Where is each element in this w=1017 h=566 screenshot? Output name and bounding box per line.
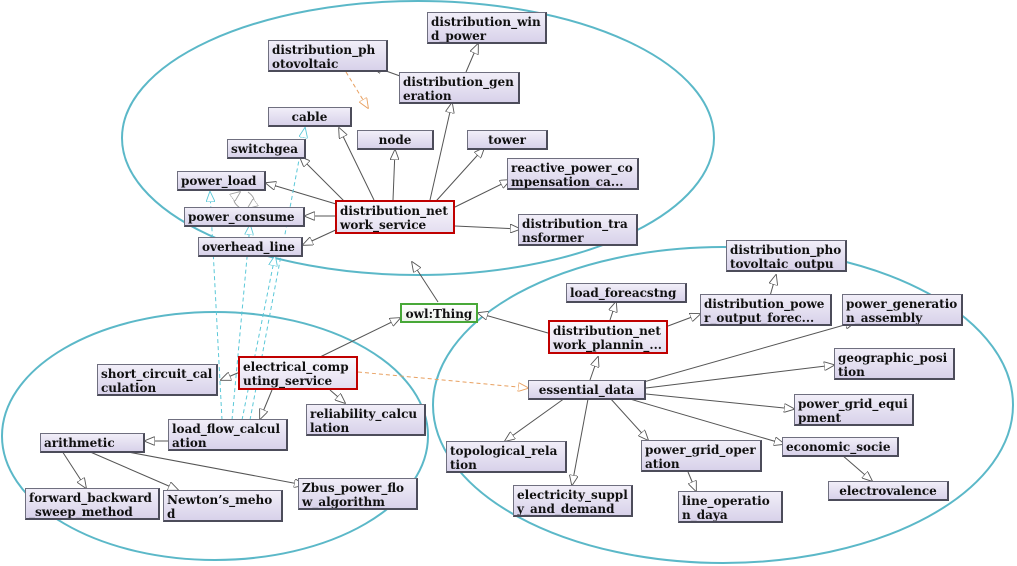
edge-dns-to-overhead [303,227,341,245]
node-distribution-power-output-forecast[interactable]: distribution_power_output_forec... [700,294,832,326]
node-node[interactable]: node [357,130,434,150]
node-power-grid-operation[interactable]: power_grid_operation [641,440,762,472]
edge-dns-to-transformer [454,226,520,229]
node-line-operation-daya[interactable]: line_operation_daya [678,491,783,523]
edge-load-consumer [248,191,254,208]
edge-essential-to-pge [645,393,794,409]
edge-dnp-to-dpof [667,314,700,327]
edge-dpof-to-dpvo [770,275,776,297]
edge-dphot-to-node [345,71,368,108]
node-distribution-network-planning[interactable]: distribution_network_plannin_... [548,320,668,354]
edge-dnp-to-essential [589,357,598,381]
node-distribution-wind-power[interactable]: distribution_wind_power [427,12,547,44]
node-distribution-network-service[interactable]: distribution_network_service [335,200,455,234]
edge-dns-to-switchgear [300,157,346,203]
node-power-load[interactable]: power_load [177,171,266,191]
edge-dgen-to-dwind [465,44,478,73]
edge-arith-to-newton [87,450,178,490]
edge-lfc-to-powerload [210,192,223,421]
edge-arith-to-fbsweep [61,450,86,488]
node-essential-data[interactable]: essential_data [528,380,646,400]
node-topological-relation[interactable]: topological_relation [446,441,567,473]
node-distribution-transformer[interactable]: distribution_transformer [518,214,638,246]
node-zbus-power-flow-algorithm[interactable]: Zbus_power_flow_algorithm [298,478,418,510]
edge-essential-to-topo [505,397,566,441]
node-arithmetic[interactable]: arithmetic [40,433,145,453]
node-power-consumer[interactable]: power_consumer [184,207,305,227]
node-load-forecasting[interactable]: load_foreacstng [566,283,687,303]
cluster-ellipse-right [432,246,1014,564]
edge-ecs-to-loadflow [260,389,273,419]
edge-gridop-to-lineop [687,471,696,491]
node-electrovalence[interactable]: electrovalence [828,481,949,501]
edge-ecs-to-shortcircuit [221,371,241,380]
node-short-circuit-calculation[interactable]: short_circuit_calculation [97,364,218,396]
node-load-flow-calculation[interactable]: load_flow_calculation [168,419,288,451]
edge-dns-to-cable [339,128,375,201]
edge-consumer-load [234,192,240,209]
edge-ecs-to-owlthing [319,318,400,358]
edge-arith-to-zbus [111,448,304,485]
cluster-ellipse-left [1,311,429,561]
edge-ecs-to-essential [357,371,528,388]
edge-dnp-to-loadforecast [610,302,616,321]
edge-ecs-to-reliability [329,389,345,403]
node-reactive-power-compensation[interactable]: reactive_power_compensation_ca... [507,158,639,190]
node-power-grid-equipment[interactable]: power_grid_equipment [794,394,914,426]
edge-dgen-to-dns [429,103,452,201]
edge-essential-to-gridop [609,397,648,440]
node-electrical-computing-service[interactable]: electrical_computing_service [238,356,358,390]
edge-lfc-to-consumer [231,225,250,421]
node-cable[interactable]: cable [268,107,352,127]
edge-econ-to-electrovalence [841,454,872,481]
node-electricity-supply-and-demand[interactable]: electricity_supply_and_demand [513,485,633,517]
node-distribution-generation[interactable]: distribution_generation [399,72,520,104]
edge-essential-to-supply [572,398,589,485]
node-reliability-calculation[interactable]: reliability_calculation [306,404,426,436]
node-overhead-line[interactable]: overhead_line [198,237,303,257]
node-economic-society[interactable]: economic_society [782,437,899,457]
node-distribution-photovoltaic-output[interactable]: distribution_photovoltaic_output... [726,240,847,272]
edge-dns-to-tower [427,148,484,211]
edge-dns-to-owlthing [412,262,439,303]
edge-dns-to-powerload [266,183,337,205]
edge-essential-to-geo [645,365,834,389]
cluster-ellipse-top [121,0,715,276]
node-owl-thing[interactable]: owl:Thing [400,303,478,323]
node-geographic-position[interactable]: geographic_position [834,348,955,380]
node-distribution-photovoltaic[interactable]: distribution_photovoltaic [268,40,388,72]
node-newtons-method[interactable]: Newton’s_mehod [163,490,283,522]
edge-dns-to-node [393,150,395,201]
edge-essential-to-econ [629,398,784,444]
edge-essential-to-pga [639,322,855,384]
edge-dns-to-reactive [454,180,510,208]
node-forward-backward-sweep-method[interactable]: forward_backward_sweep_method [25,488,160,520]
edge-dnp-to-owlthing [478,313,549,334]
node-tower[interactable]: tower [467,130,548,150]
node-power-generation-assembly[interactable]: power_generation_assembly [842,294,963,326]
